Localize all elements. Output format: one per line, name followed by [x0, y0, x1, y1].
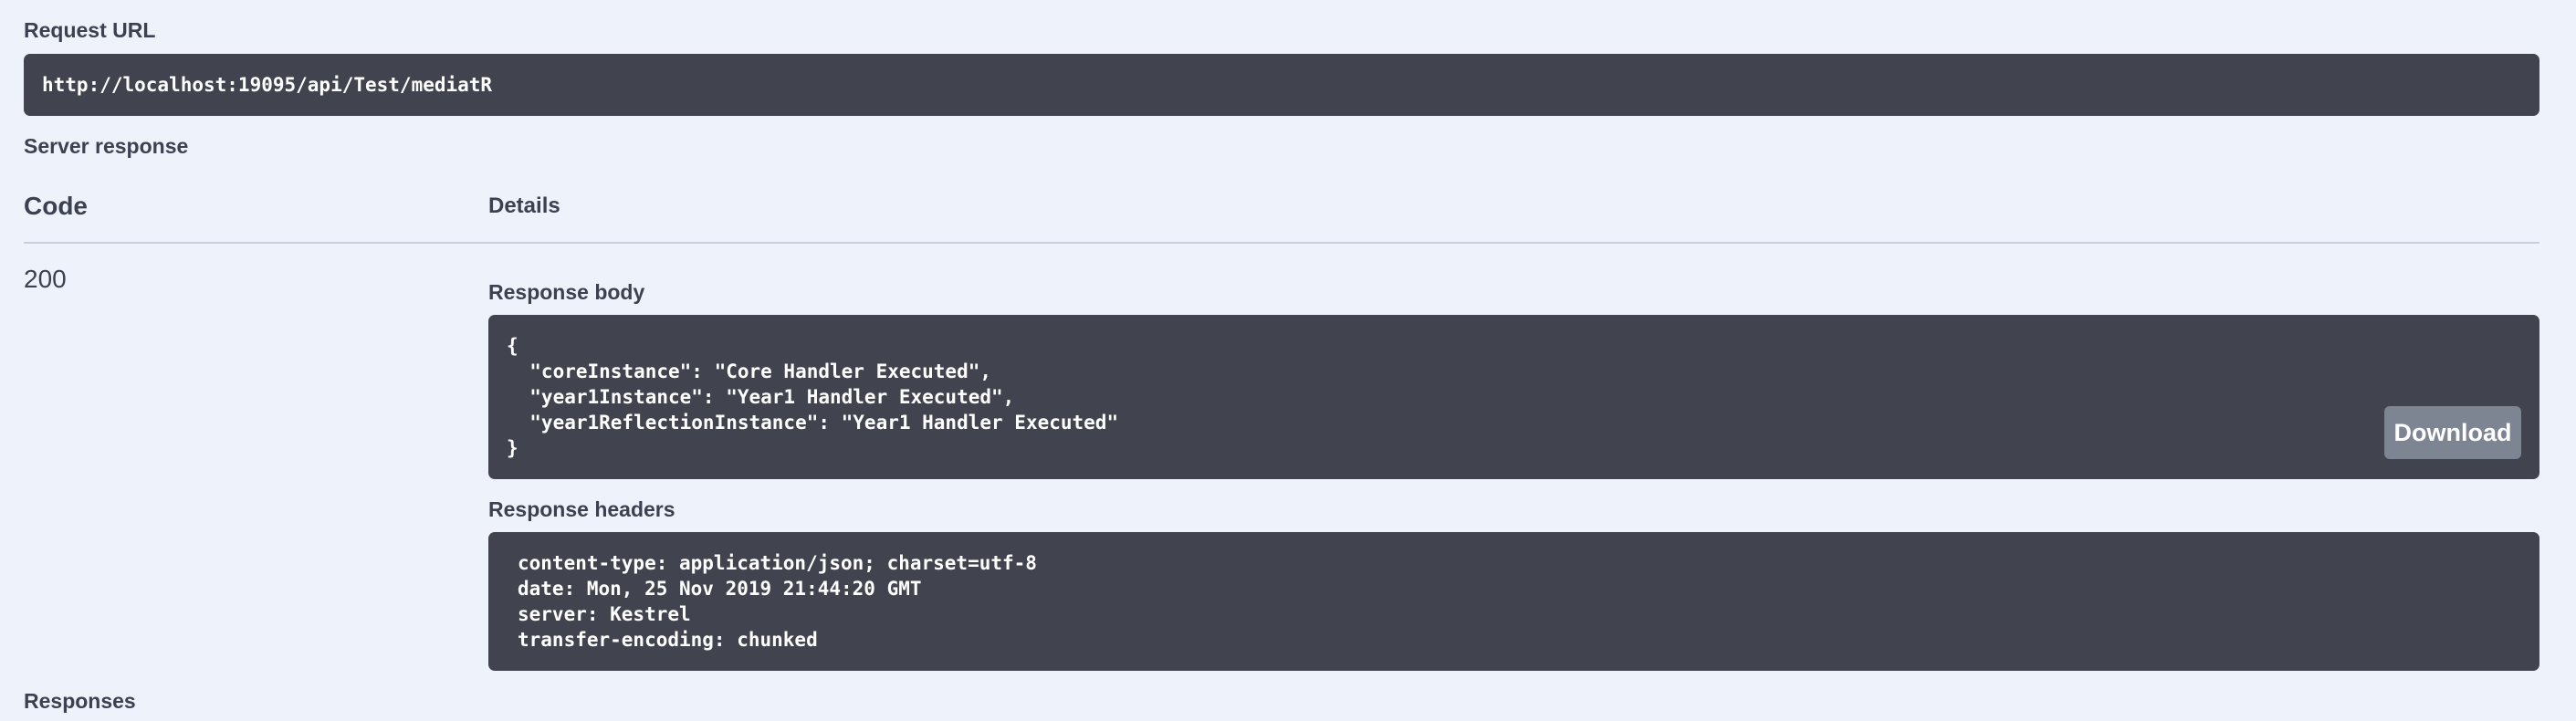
code-column-header: Code — [24, 192, 88, 220]
responses-label: Responses — [24, 689, 136, 713]
response-headers-box: content-type: application/json; charset=… — [488, 532, 2539, 671]
status-code: 200 — [24, 265, 67, 293]
request-url-box: http://localhost:19095/api/Test/mediatR — [24, 54, 2539, 116]
request-url-value: http://localhost:19095/api/Test/mediatR — [42, 74, 493, 96]
response-body-content: { "coreInstance": "Core Handler Executed… — [507, 335, 1119, 459]
request-url-label: Request URL — [24, 18, 156, 42]
server-response-label: Server response — [24, 134, 189, 158]
download-button[interactable]: Download — [2384, 406, 2521, 459]
response-headers-content: content-type: application/json; charset=… — [518, 552, 1037, 651]
response-headers-label: Response headers — [488, 497, 675, 521]
response-body-label: Response body — [488, 280, 645, 304]
details-column-header: Details — [488, 193, 560, 218]
table-divider — [24, 242, 2539, 244]
response-body-box: { "coreInstance": "Core Handler Executed… — [488, 315, 2539, 479]
